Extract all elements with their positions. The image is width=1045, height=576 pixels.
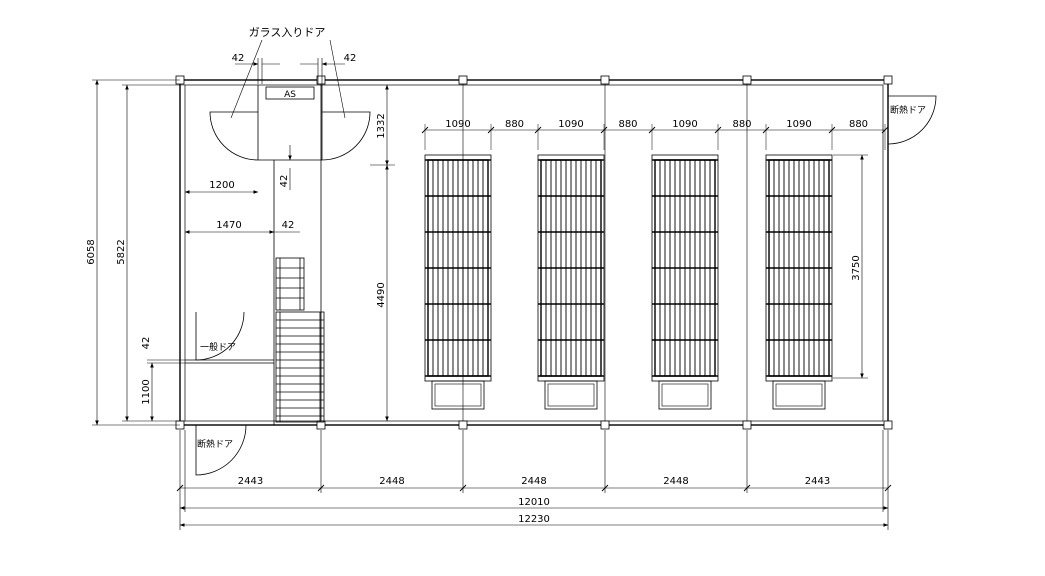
tick-mark xyxy=(317,484,325,492)
dim-1100: 1100 xyxy=(141,379,152,404)
dim-12230: 12230 xyxy=(518,514,550,525)
insulated-door-right-label: 断熱ドア xyxy=(890,104,926,116)
dim-42-left: 42 xyxy=(141,337,152,350)
anteroom-partitions xyxy=(185,85,323,425)
storage-racks xyxy=(424,154,833,410)
insulated-door-right xyxy=(887,95,937,145)
rack-width-label: 880 xyxy=(732,119,751,130)
dim-door-right: 42 xyxy=(344,53,357,64)
as-label: AS xyxy=(284,90,296,100)
rack-width-label: 1090 xyxy=(672,119,697,130)
bay-width-label: 2448 xyxy=(521,476,546,487)
dim-1470: 1470 xyxy=(216,220,241,231)
dim-3750: 3750 xyxy=(851,255,862,280)
dim-door-left: 42 xyxy=(232,53,245,64)
glass-door-swing xyxy=(209,111,371,161)
bay-width-labels: 2443 2448 2448 2448 2443 xyxy=(238,476,830,487)
glass-door-leaders xyxy=(230,39,346,119)
bay-width-label: 2443 xyxy=(238,476,263,487)
as-box: AS xyxy=(265,86,315,100)
tick-mark xyxy=(601,484,609,492)
insulated-door-bottom xyxy=(195,424,247,476)
dimension-lines xyxy=(92,58,889,530)
tick-mark xyxy=(459,484,467,492)
rack-width-label: 880 xyxy=(618,119,637,130)
dim-12010: 12010 xyxy=(518,497,550,508)
dim-42-b: 42 xyxy=(282,220,295,231)
insulated-door-bottom-label: 断熱ドア xyxy=(197,438,233,450)
dim-1200: 1200 xyxy=(209,180,234,191)
rack-width-label: 1090 xyxy=(558,119,583,130)
dim-42-a: 42 xyxy=(279,175,290,188)
storage-rack xyxy=(424,154,492,410)
storage-rack xyxy=(765,154,833,410)
tick-mark xyxy=(176,484,184,492)
rack-width-label: 1090 xyxy=(786,119,811,130)
tick-mark xyxy=(743,484,751,492)
general-door-swing xyxy=(195,311,245,361)
glass-door-label: ガラス入りドア xyxy=(249,26,326,39)
rack-width-label: 880 xyxy=(505,119,524,130)
dim-1332: 1332 xyxy=(376,113,387,138)
stair-rack xyxy=(275,311,325,423)
general-door-label: 一般ドア xyxy=(200,341,236,353)
storage-rack xyxy=(537,154,605,410)
dim-total-height-inner: 5822 xyxy=(116,239,127,264)
dim-4490: 4490 xyxy=(376,282,387,307)
ladder-rack xyxy=(275,257,305,311)
rack-width-label: 1090 xyxy=(445,119,470,130)
bay-width-label: 2448 xyxy=(663,476,688,487)
rack-width-label: 880 xyxy=(849,119,868,130)
tick-mark xyxy=(884,484,892,492)
dim-total-height-outer: 6058 xyxy=(86,239,97,264)
container-walls xyxy=(179,79,889,426)
rack-width-labels: 1090 880 1090 880 1090 880 1090 880 xyxy=(445,119,868,130)
bay-width-label: 2443 xyxy=(805,476,830,487)
dimension-ticks xyxy=(176,124,892,492)
storage-rack xyxy=(651,154,719,410)
bay-width-label: 2448 xyxy=(379,476,404,487)
